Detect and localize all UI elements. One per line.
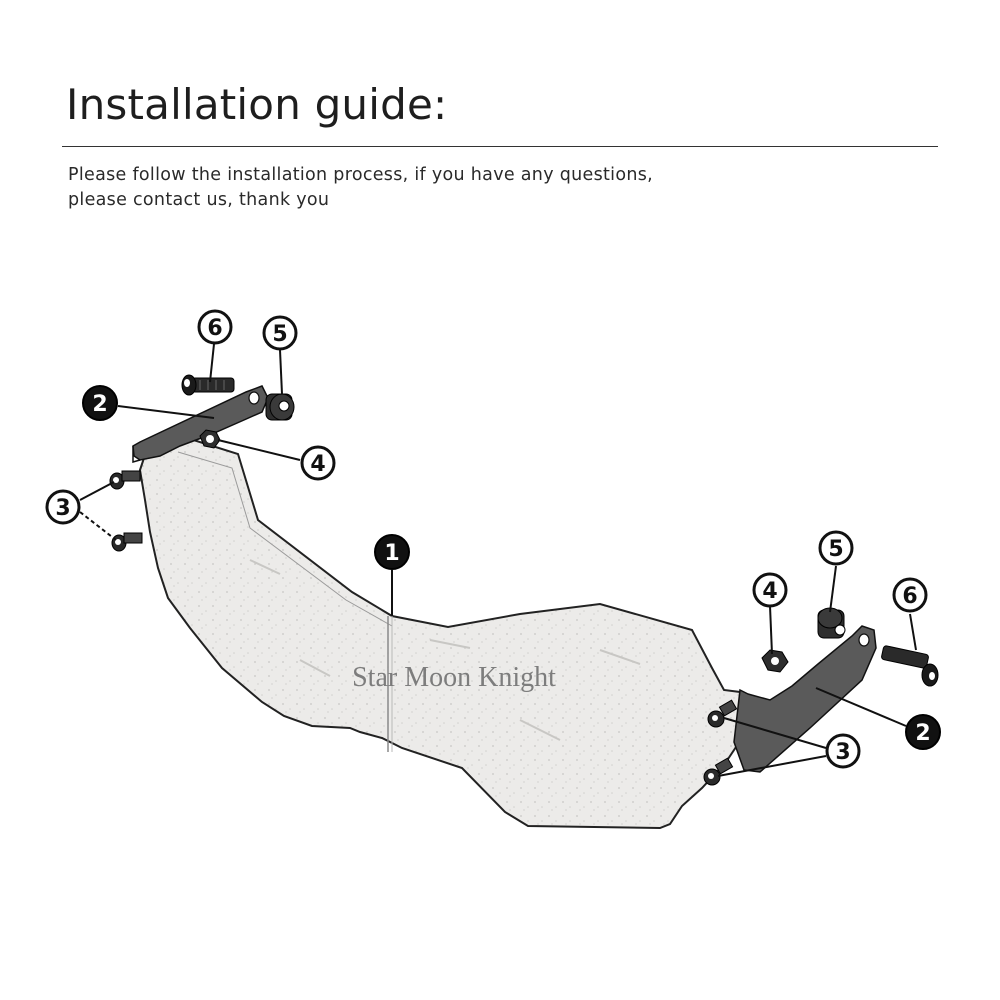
- callout-4-right: 4: [752, 572, 788, 608]
- callout-5-left: 5: [262, 315, 298, 351]
- callout-6-right: 6: [892, 577, 928, 613]
- title-divider: [62, 146, 938, 147]
- bracket-hole: [248, 391, 260, 405]
- left-screw-lower: [111, 532, 143, 552]
- bracket-hole: [858, 633, 870, 647]
- callout-label: 1: [384, 541, 399, 566]
- callout-2-left: 2: [82, 385, 118, 421]
- instruction-line-2: please contact us, thank you: [68, 190, 330, 210]
- callout-5-right: 5: [818, 530, 854, 566]
- leader-lines: [79, 343, 917, 777]
- deflector-panel: [138, 430, 754, 830]
- callout-3-right: 3: [825, 733, 861, 769]
- callout-label: 3: [835, 740, 850, 765]
- left-screw-upper: [109, 470, 141, 490]
- callout-6-left: 6: [197, 309, 233, 345]
- callout-label: 5: [828, 537, 843, 562]
- left-bolt: [181, 374, 235, 396]
- callout-3-left: 3: [45, 489, 81, 525]
- callout-4-left: 4: [300, 445, 336, 481]
- watermark-text: Star Moon Knight: [352, 662, 556, 693]
- instruction-text: Please follow the installation process, …: [68, 163, 788, 213]
- left-spacer: [265, 393, 295, 421]
- callout-label: 2: [92, 392, 107, 417]
- callout-label: 2: [915, 721, 930, 746]
- right-mounting-bracket: [733, 625, 877, 773]
- callout-label: 4: [310, 452, 325, 477]
- right-screw-lower: [703, 757, 734, 786]
- right-bolt: [881, 645, 939, 687]
- callout-label: 6: [207, 316, 222, 341]
- right-nut: [761, 649, 789, 673]
- instruction-line-1: Please follow the installation process, …: [68, 165, 653, 185]
- callout-label: 4: [762, 579, 777, 604]
- page-title: Installation guide:: [66, 80, 448, 129]
- left-nut: [199, 429, 221, 449]
- right-spacer: [817, 607, 846, 639]
- callout-label: 5: [272, 322, 287, 347]
- left-mounting-bracket: [132, 385, 269, 463]
- callout-label: 3: [55, 496, 70, 521]
- callout-label: 6: [902, 584, 917, 609]
- callout-1: 1: [374, 534, 410, 570]
- callout-2-right: 2: [905, 714, 941, 750]
